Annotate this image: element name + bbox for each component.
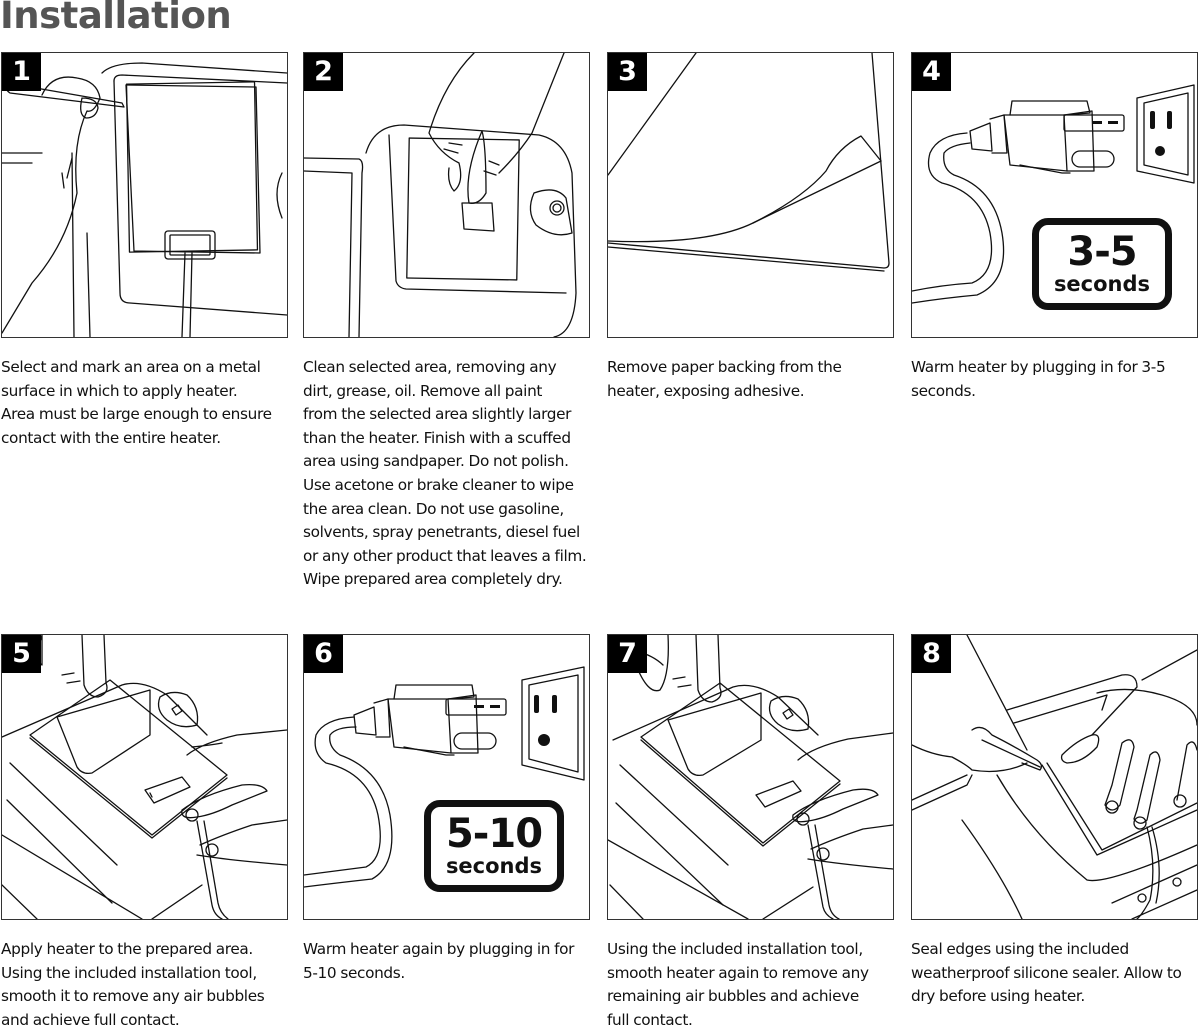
step-number-badge: 4 bbox=[912, 53, 951, 91]
step-6-description: Warm heater again by plugging in for 5-1… bbox=[303, 938, 603, 985]
duration-badge: 3-5 seconds bbox=[1032, 218, 1172, 310]
step-number-badge: 3 bbox=[608, 53, 647, 91]
step-number-badge: 5 bbox=[2, 635, 41, 673]
description-line: Select and mark an area on a metal bbox=[1, 358, 261, 376]
hand-marking-surface-icon bbox=[2, 62, 287, 337]
step-1-illustration-panel: 1 bbox=[1, 52, 288, 338]
step-7-description: Using the included installation tool, sm… bbox=[607, 938, 907, 1032]
description-line: smooth heater again to remove any bbox=[607, 963, 869, 982]
step-8-description: Seal edges using the included weatherpro… bbox=[911, 938, 1200, 1009]
step-number-badge: 2 bbox=[304, 53, 343, 91]
description-line: Seal edges using the included bbox=[911, 940, 1129, 958]
description-line: 5-10 seconds. bbox=[303, 963, 405, 982]
description-line: Apply heater to the prepared area. bbox=[1, 940, 253, 958]
description-line: Warm heater by plugging in for 3-5 bbox=[911, 358, 1166, 376]
peeling-backing-icon bbox=[608, 53, 890, 272]
description-line: Using the included installation tool, bbox=[1, 963, 257, 982]
duration-value: 3-5 bbox=[1067, 229, 1137, 275]
description-line: solvents, spray penetrants, diesel fuel bbox=[303, 523, 580, 542]
description-line: from the selected area slightly larger bbox=[303, 405, 572, 424]
step-3-illustration-panel: 3 bbox=[607, 52, 894, 338]
step-3-description: Remove paper backing from the heater, ex… bbox=[607, 356, 907, 403]
duration-badge: 5-10 seconds bbox=[424, 800, 564, 892]
step-number-badge: 6 bbox=[304, 635, 343, 673]
plug-and-outlet-icon bbox=[304, 666, 585, 888]
step-8-illustration-panel: 8 bbox=[911, 634, 1198, 920]
sealing-edges-icon bbox=[912, 635, 1197, 919]
hand-sanding-icon bbox=[304, 53, 577, 337]
duration-unit: seconds bbox=[1053, 272, 1151, 296]
applying-heater-icon bbox=[2, 635, 287, 919]
description-line: Remove paper backing from the bbox=[607, 358, 842, 376]
step-5-illustration-panel: 5 bbox=[1, 634, 288, 920]
description-line: and achieve full contact. bbox=[1, 1010, 180, 1029]
description-line: the area clean. Do not use gasoline, bbox=[303, 499, 564, 518]
step-5-description: Apply heater to the prepared area. Using… bbox=[1, 938, 301, 1032]
description-line: heater, exposing adhesive. bbox=[607, 381, 805, 400]
description-line: full contact. bbox=[607, 1010, 693, 1029]
description-line: weatherproof silicone sealer. Allow to bbox=[911, 963, 1182, 982]
smoothing-heater-icon bbox=[608, 635, 893, 919]
step-7-illustration-panel: 7 bbox=[607, 634, 894, 920]
description-line: dry before using heater. bbox=[911, 987, 1085, 1006]
description-line: Clean selected area, removing any bbox=[303, 358, 557, 376]
description-line: contact with the entire heater. bbox=[1, 428, 221, 447]
step-number-badge: 1 bbox=[2, 53, 41, 91]
description-line: Using the included installation tool, bbox=[607, 940, 863, 958]
description-line: seconds. bbox=[911, 381, 976, 400]
step-2-description: Clean selected area, removing any dirt, … bbox=[303, 356, 603, 592]
plug-and-outlet-icon bbox=[912, 84, 1195, 304]
description-line: area using sandpaper. Do not polish. bbox=[303, 452, 569, 471]
description-line: remaining air bubbles and achieve bbox=[607, 987, 859, 1006]
description-line: Area must be large enough to ensure bbox=[1, 405, 272, 424]
step-4-illustration-panel: 4 3-5 seconds bbox=[911, 52, 1198, 338]
description-line: than the heater. Finish with a scuffed bbox=[303, 428, 571, 447]
step-4-description: Warm heater by plugging in for 3-5 secon… bbox=[911, 356, 1200, 403]
step-6-illustration-panel: 6 5-10 seconds bbox=[303, 634, 590, 920]
page-title: Installation bbox=[0, 0, 232, 37]
description-line: Use acetone or brake cleaner to wipe bbox=[303, 475, 574, 494]
description-line: or any other product that leaves a film. bbox=[303, 546, 587, 565]
description-line: Wipe prepared area completely dry. bbox=[303, 570, 563, 589]
description-line: Warm heater again by plugging in for bbox=[303, 940, 575, 958]
step-number-badge: 8 bbox=[912, 635, 951, 673]
description-line: smooth it to remove any air bubbles bbox=[1, 987, 265, 1006]
step-2-illustration-panel: 2 bbox=[303, 52, 590, 338]
step-1-description: Select and mark an area on a metal surfa… bbox=[1, 356, 301, 450]
duration-value: 5-10 bbox=[445, 811, 543, 857]
step-number-badge: 7 bbox=[608, 635, 647, 673]
description-line: dirt, grease, oil. Remove all paint bbox=[303, 381, 543, 400]
duration-unit: seconds bbox=[445, 854, 543, 878]
description-line: surface in which to apply heater. bbox=[1, 381, 238, 400]
